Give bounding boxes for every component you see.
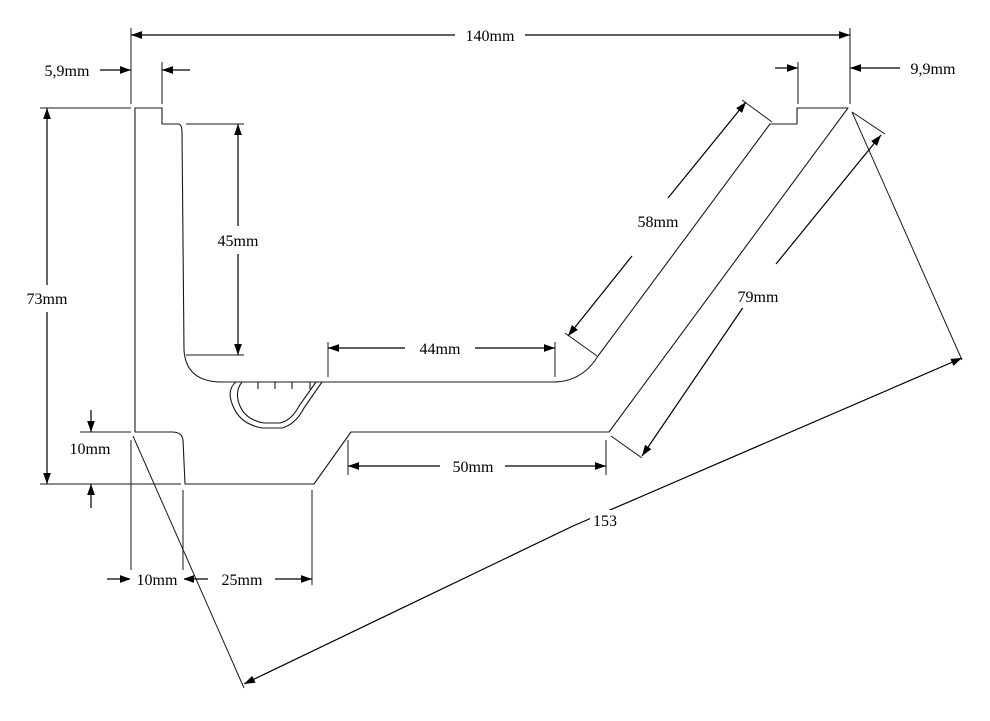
label-backgrounds: [31, 26, 786, 588]
extension-lines: [40, 28, 963, 689]
overall-height-label: 73mm: [27, 291, 68, 308]
dimension-lines: [43, 31, 963, 685]
overall-width-label: 140mm: [466, 28, 515, 45]
inner-depth-label: 45mm: [218, 233, 259, 250]
right-lip-label: 9,9mm: [911, 61, 956, 78]
outer-bottom-label: 50mm: [453, 459, 494, 476]
inner-bottom-label: 44mm: [420, 341, 461, 358]
outer-slope-label: 79mm: [738, 289, 779, 306]
wall-thickness-label: 10mm: [137, 572, 178, 589]
diagonal-label: 153: [593, 513, 617, 530]
base-thickness-label: 10mm: [70, 441, 111, 458]
profile-outline: [134, 107, 849, 485]
inner-slope-label: 58mm: [638, 214, 679, 231]
outer-contour: [134, 107, 849, 485]
hinge-detail: [229, 381, 323, 429]
left-lip-label: 5,9mm: [45, 63, 90, 80]
foot-width-label: 25mm: [222, 572, 263, 589]
dimension-labels: 140mm 5,9mm 9,9mm 73mm 45mm 44mm 50mm 10…: [27, 28, 956, 589]
